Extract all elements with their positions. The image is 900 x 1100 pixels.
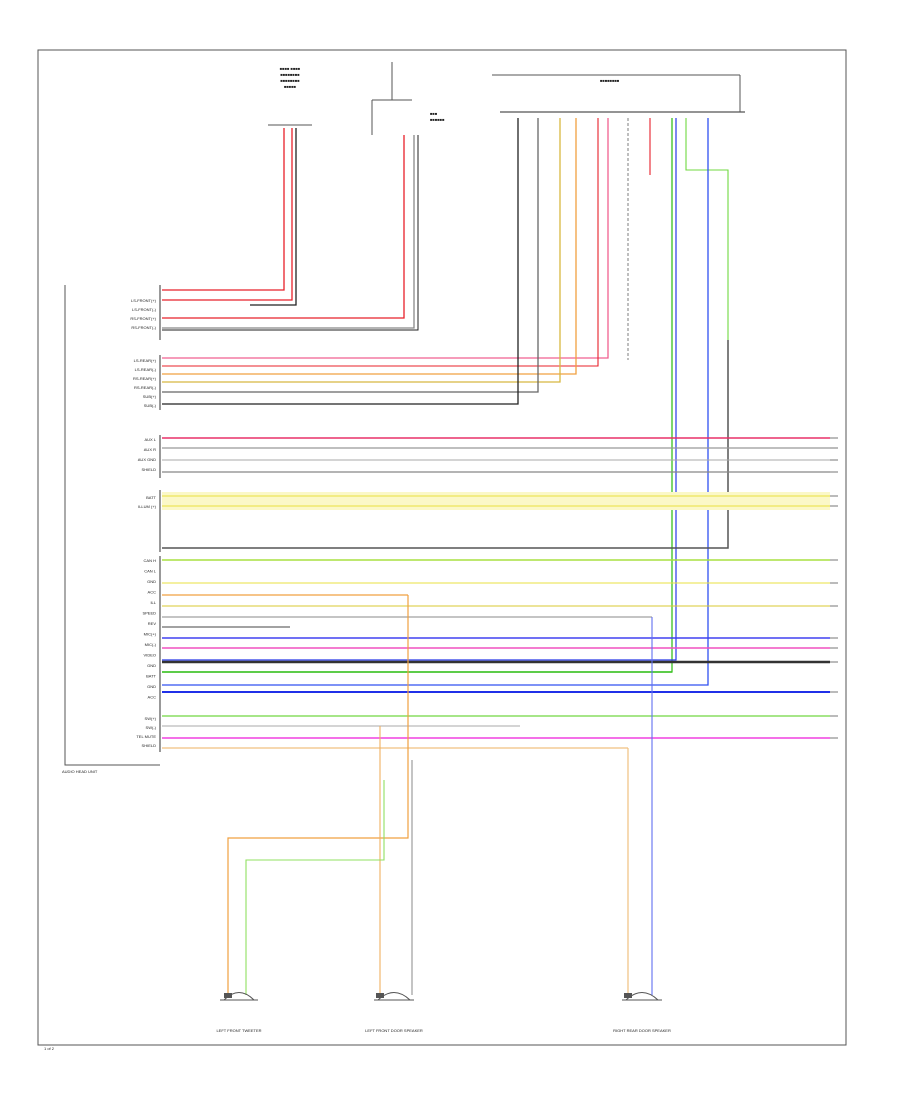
svg-text:■■■■■■■■: ■■■■■■■■ xyxy=(280,72,300,77)
connector-pin-label: BATT xyxy=(146,495,156,500)
connector-pin-label: AUX L xyxy=(144,437,156,442)
connector-pin-label: ACC xyxy=(148,590,157,595)
wire-lightgreen-4 xyxy=(245,780,385,995)
svg-text:■■■■■■: ■■■■■■ xyxy=(430,117,445,122)
connector-pin-label: AUX R xyxy=(144,447,156,452)
connector-pin-label: SHIELD xyxy=(142,467,157,472)
top-right-connector: ■■■■■■■■ xyxy=(492,74,745,113)
connector-pin-label: RS-REAR(+) xyxy=(133,376,157,381)
wire-lightgreen-1 xyxy=(685,118,729,340)
connector-pin-label: SUB(-) xyxy=(144,403,157,408)
connector-pin-label: SUB(+) xyxy=(143,394,157,399)
connector-pin-label: SW(-) xyxy=(146,725,157,730)
connector-labels-group-6: SW(+) SW(-) TEL MUTE SHIELD xyxy=(136,716,156,748)
wire-black-2 xyxy=(162,135,419,331)
wire-gray-2 xyxy=(162,118,539,393)
top-antenna-component: ■■■ ■■■■■■ xyxy=(371,62,445,135)
wire-blue-1 xyxy=(162,118,677,661)
connector-pin-label: ILL xyxy=(150,600,156,605)
yellow-band xyxy=(162,492,830,510)
connector-labels-group-4: BATT ILLUM (+) xyxy=(138,495,157,509)
connector-pin-label: CAN H xyxy=(144,558,157,563)
wire-gray-1 xyxy=(162,135,415,329)
left-connector-blocks xyxy=(64,285,161,766)
connector-labels-group-3: AUX L AUX R AUX GND SHIELD xyxy=(138,437,157,472)
connector-pin-label: RS-REAR(-) xyxy=(134,385,157,390)
speaker-right-rear-door: RIGHT REAR DOOR SPEAKER xyxy=(613,992,671,1033)
speaker-label-3: RIGHT REAR DOOR SPEAKER xyxy=(613,1028,671,1033)
head-unit-label: AUDIO HEAD UNIT xyxy=(62,769,98,774)
connector-pin-label: REV xyxy=(148,621,157,626)
speaker-left-tweeter: LEFT FRONT TWEETER xyxy=(216,992,262,1033)
connector-pin-label: LS-FRONT(+) xyxy=(131,298,157,303)
connector-pin-label: ILLUM (+) xyxy=(138,504,157,509)
connector-pin-label: SW(+) xyxy=(145,716,157,721)
connector-pin-label: RS-FRONT(+) xyxy=(130,316,156,321)
speaker-label-1: LEFT FRONT TWEETER xyxy=(216,1028,261,1033)
top-left-component: ■■■■ ■■■■ ■■■■■■■■ ■■■■■■■■ ■■■■■ xyxy=(268,66,312,126)
diagram-frame xyxy=(37,49,847,1046)
connector-pin-label: MIC(+) xyxy=(144,632,157,637)
right-side-tick-labels xyxy=(830,437,838,739)
svg-text:■■■■■■■■: ■■■■■■■■ xyxy=(600,78,620,83)
connector-pin-label: VIDEO xyxy=(144,653,156,658)
wire-black-3 xyxy=(162,118,519,405)
svg-text:■■■■ ■■■■: ■■■■ ■■■■ xyxy=(280,66,301,71)
wire-red-4 xyxy=(162,118,599,367)
connector-pin-label: GND xyxy=(147,579,156,584)
connector-pin-label: LS-FRONT(-) xyxy=(132,307,157,312)
connector-labels-group-2: LS-REAR(+) LS-REAR(-) RS-REAR(+) RS-REAR(-)… xyxy=(133,358,157,408)
connector-pin-label: LS-REAR(+) xyxy=(134,358,157,363)
speaker-label-2: LEFT FRONT DOOR SPEAKER xyxy=(365,1028,423,1033)
wire-red-1 xyxy=(162,128,285,291)
connector-pin-label: CAN L xyxy=(144,569,157,574)
connector-pin-label: SPEED xyxy=(142,611,156,616)
wire-black-1 xyxy=(250,128,297,306)
page-corner-label: 1 of 2 xyxy=(44,1046,55,1051)
connector-pin-label: LS-REAR(-) xyxy=(135,367,157,372)
connector-labels-group-5: CAN H CAN L GND ACC ILL SPEED REV MIC(+) MIC(-) V… xyxy=(142,558,156,700)
wire-gray-4 xyxy=(162,340,729,549)
wire-orange-1 xyxy=(162,118,577,375)
connector-pin-label: RS-FRONT(-) xyxy=(131,325,156,330)
wire-red-2 xyxy=(162,128,293,301)
svg-text:■■■: ■■■ xyxy=(430,111,438,116)
speaker-left-front-door: LEFT FRONT DOOR SPEAKER xyxy=(365,992,423,1033)
wire-red-3 xyxy=(162,135,405,319)
svg-text:■■■■■■■■: ■■■■■■■■ xyxy=(280,78,300,83)
connector-pin-label: AUX GND xyxy=(138,457,156,462)
connector-pin-label: TEL MUTE xyxy=(136,734,156,739)
connector-labels-group-1: LS-FRONT(+) LS-FRONT(-) RS-FRONT(+) RS-FRON… xyxy=(130,298,156,330)
wire-pink-1 xyxy=(162,118,609,359)
connector-pin-label: SHIELD xyxy=(142,743,157,748)
svg-text:■■■■■: ■■■■■ xyxy=(284,84,297,89)
wire-blue-2 xyxy=(162,118,709,686)
wire-orange-4 xyxy=(227,595,409,995)
wire-yellow-1 xyxy=(162,118,561,383)
connector-pin-label: GND xyxy=(147,684,156,689)
connector-pin-label: GND xyxy=(147,663,156,668)
wire-green-1 xyxy=(162,118,673,673)
connector-pin-label: ACC xyxy=(148,695,157,700)
connector-pin-label: BATT xyxy=(146,674,156,679)
connector-pin-label: MIC(-) xyxy=(145,642,157,647)
